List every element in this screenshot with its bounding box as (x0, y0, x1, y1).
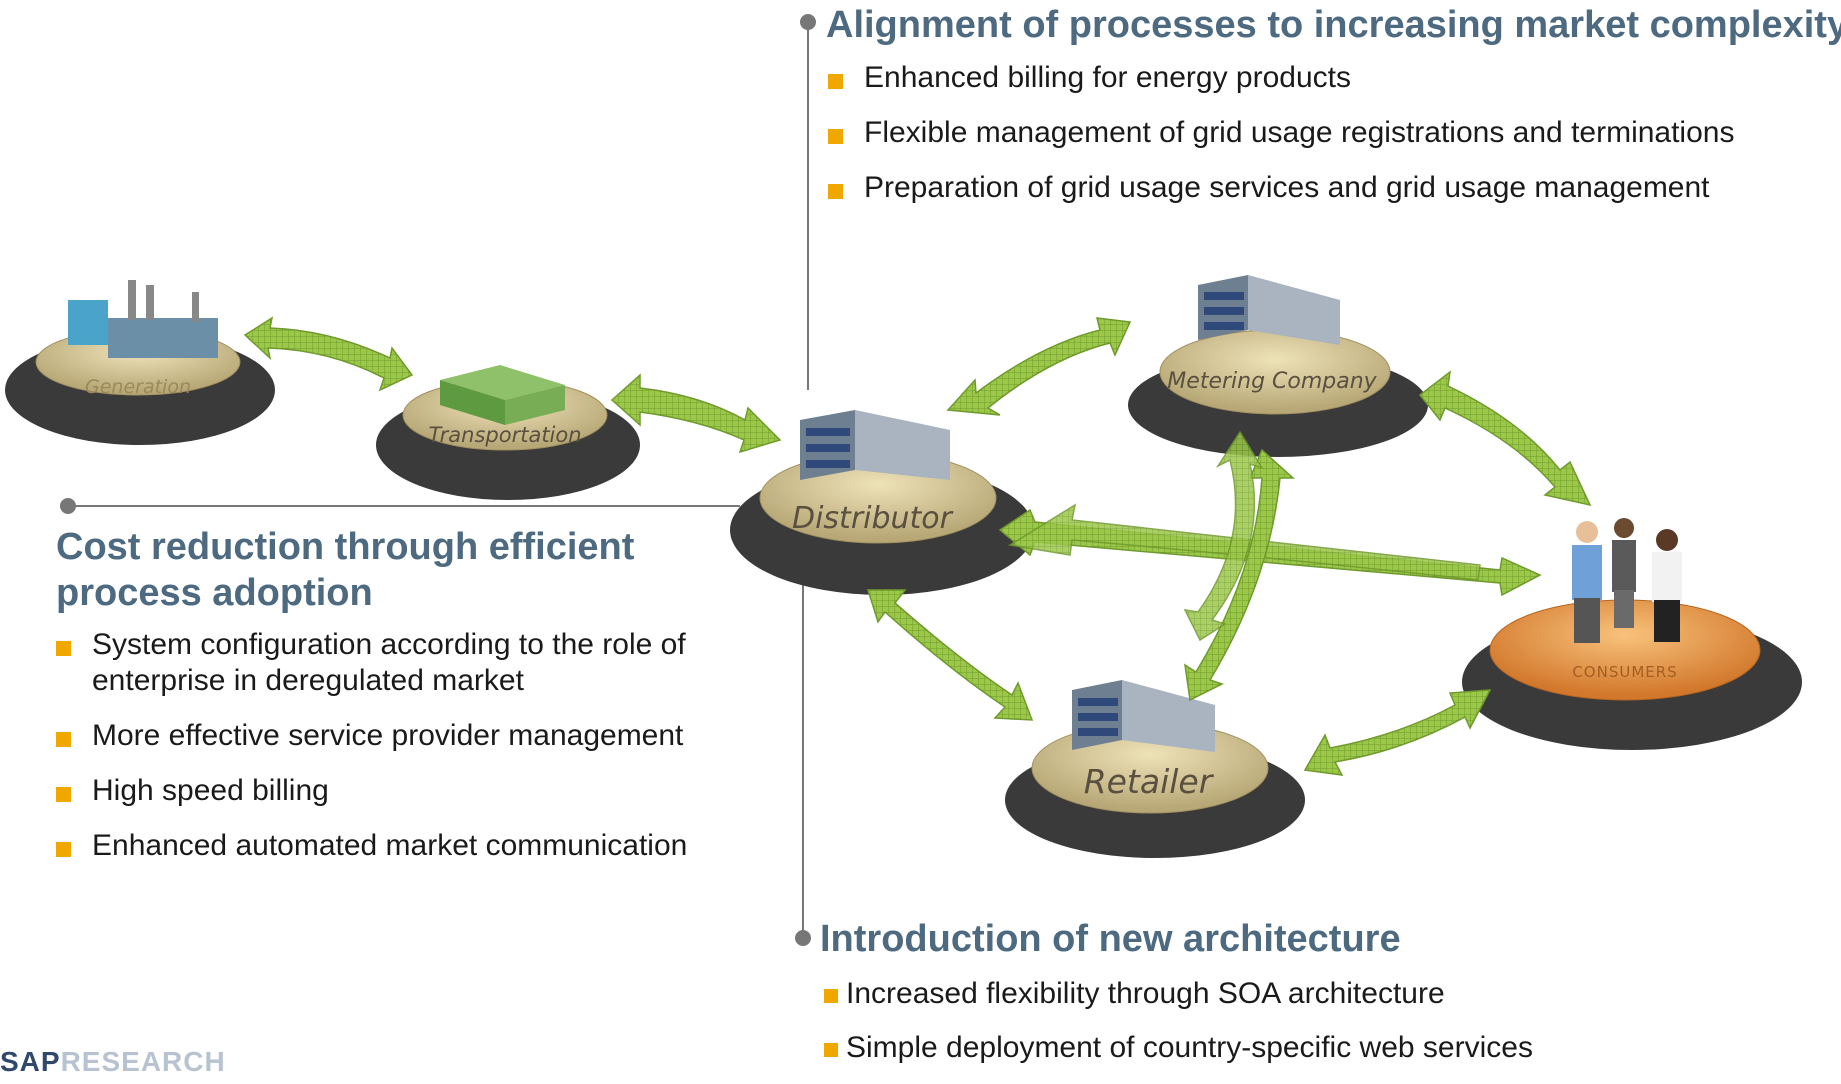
list-item: High speed billing (56, 773, 756, 809)
arrow-metering-consumers (1418, 370, 1592, 507)
node-label-metering: Metering Company (1167, 369, 1377, 394)
arrow-generation-transportation (243, 316, 414, 392)
list-item: Enhanced automated market communication (56, 828, 756, 864)
flow-arrows (243, 316, 1592, 776)
list-item: System configuration according to the ro… (56, 627, 756, 699)
node-retailer: Retailer (1005, 680, 1305, 858)
arrow-metering-retailer (1184, 448, 1295, 702)
arrow-transportation-distributor (610, 373, 782, 454)
list-architecture: Increased flexibility through SOA archit… (824, 976, 1724, 1084)
node-metering: Metering Company (1128, 275, 1428, 457)
heading-architecture: Introduction of new architecture (820, 918, 1401, 960)
node-consumers: CONSUMERS (1462, 518, 1802, 750)
value-chain-diagram: Generation Transportation Distributor (5, 14, 1802, 946)
office-building-icon (1072, 680, 1215, 752)
office-building-icon (800, 410, 950, 480)
node-label-generation: Generation (85, 376, 191, 398)
bullet-square-icon (824, 1043, 838, 1057)
guide-lines (60, 14, 816, 946)
list-item: Flexible management of grid usage regist… (828, 115, 1828, 151)
node-label-transportation: Transportation (428, 423, 581, 447)
warehouse-icon (440, 365, 565, 425)
heading-cost: Cost reduction through efficient process… (56, 524, 634, 616)
list-item: Enhanced billing for energy products (828, 60, 1828, 96)
list-cost: System configuration according to the ro… (56, 627, 756, 883)
bullet-square-icon (56, 641, 71, 656)
bullet-square-icon (824, 989, 838, 1003)
node-generation: Generation (5, 280, 275, 445)
node-transportation: Transportation (376, 365, 640, 500)
arrow-retailer-consumers (1303, 689, 1492, 776)
arrow-retailer-metering (1183, 430, 1264, 642)
office-building-icon (1198, 275, 1340, 345)
node-label-distributor: Distributor (792, 501, 954, 536)
heading-cost-line1: Cost reduction through efficient (56, 526, 635, 568)
list-item: Preparation of grid usage services and g… (828, 170, 1828, 206)
power-plant-icon (68, 280, 218, 358)
people-icon (1572, 518, 1682, 643)
bullet-square-icon (828, 74, 843, 89)
sap-research-logo: SAPRESEARCH (0, 1046, 226, 1077)
list-item: More effective service provider manageme… (56, 718, 756, 754)
bullet-square-icon (828, 184, 843, 199)
bullet-square-icon (56, 787, 71, 802)
bullet-square-icon (828, 129, 843, 144)
list-item: Simple deployment of country-specific we… (824, 1030, 1724, 1066)
heading-alignment: Alignment of processes to increasing mar… (826, 4, 1841, 46)
node-label-consumers: CONSUMERS (1572, 663, 1677, 681)
list-item: Increased flexibility through SOA archit… (824, 976, 1724, 1012)
node-label-retailer: Retailer (1084, 762, 1215, 801)
bullet-square-icon (56, 842, 71, 857)
heading-cost-line2: process adoption (56, 572, 373, 614)
node-distributor: Distributor (730, 410, 1034, 595)
bullet-square-icon (56, 732, 71, 747)
list-alignment: Enhanced billing for energy products Fle… (828, 60, 1828, 225)
arrow-distributor-metering (946, 317, 1132, 416)
arrow-distributor-retailer (866, 589, 1034, 721)
